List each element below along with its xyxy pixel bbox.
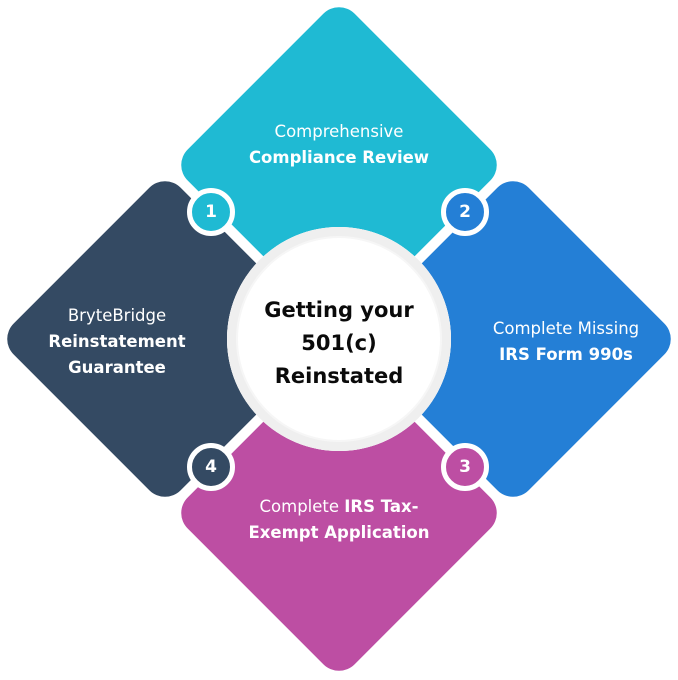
step-1-label-line2: Compliance Review [248,148,430,167]
step-1-number-badge: 1 [187,188,235,236]
center-title-line3: Reinstated [274,364,404,388]
center-title: Getting your 501(c) Reinstated [227,294,451,393]
step-2-label: Complete Missing IRS Form 990s [468,316,664,368]
step-2-label-line1: Complete Missing [492,319,640,338]
step-3-label: Complete IRS Tax- Exempt Application [229,494,449,546]
center-circle [227,227,451,451]
center-title-line1: Getting your [264,298,414,322]
step-3-label-line1-regular: Complete [259,497,345,516]
step-4-label-line3: Guarantee [68,358,166,377]
step-2-number-badge: 2 [441,188,489,236]
step-3-label-line2: Exempt Application [248,523,430,542]
step-3-label-line1-bold: IRS Tax- [344,497,419,516]
step-4-label: BryteBridge Reinstatement Guarantee [22,303,212,381]
step-1-label-line1: Comprehensive [274,122,404,141]
step-4-label-line1: BryteBridge [67,306,167,325]
step-2-label-line2: IRS Form 990s [499,345,633,364]
step-3-number-badge: 3 [441,443,489,491]
center-title-line2: 501(c) [301,331,377,355]
step-1-label: Comprehensive Compliance Review [239,119,439,171]
step-4-label-line2: Reinstatement [48,332,186,351]
step-4-number-badge: 4 [187,443,235,491]
step-3-label-line1: Complete IRS Tax- [229,494,449,520]
